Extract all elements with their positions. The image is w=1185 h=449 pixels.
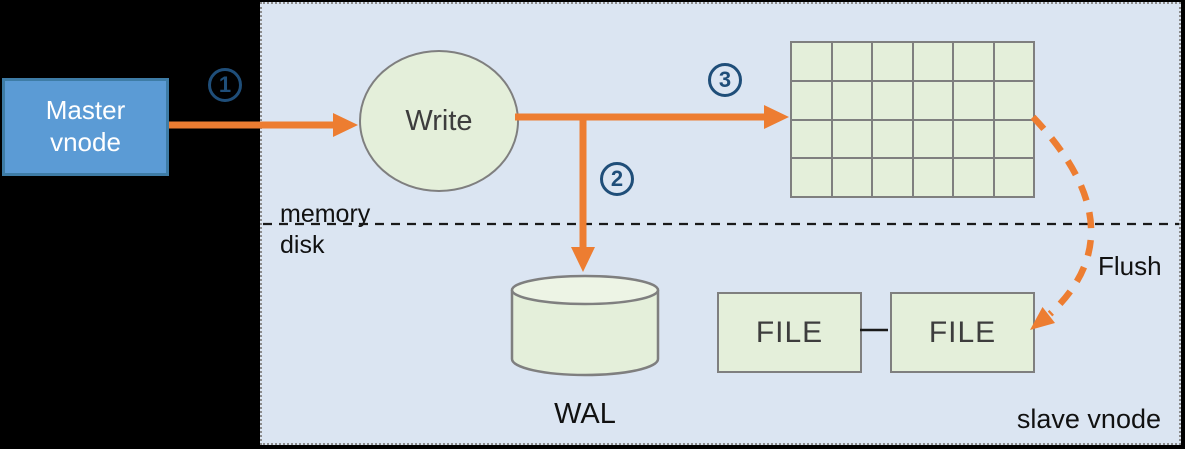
file-label: FILE xyxy=(755,315,824,349)
memtable-cell xyxy=(913,81,952,119)
step-1-badge: 1 xyxy=(208,68,242,102)
step-2-badge: 2 xyxy=(600,162,634,196)
memtable-grid xyxy=(790,41,1035,198)
wal-cylinder xyxy=(510,274,660,380)
wal-label: WAL xyxy=(554,398,616,430)
memtable-cell xyxy=(792,43,831,80)
disk-label: disk xyxy=(280,231,325,259)
memtable-cell xyxy=(873,43,912,80)
flush-label: Flush xyxy=(1098,251,1162,281)
file-label: FILE xyxy=(928,315,997,349)
memtable-cell xyxy=(792,159,831,196)
memtable-cell xyxy=(832,120,871,158)
step-2-number: 2 xyxy=(610,166,624,191)
step-3-badge: 3 xyxy=(708,63,742,97)
master-vnode-box: Master vnode xyxy=(2,78,169,176)
memtable-cell xyxy=(954,159,993,196)
step-3-number: 3 xyxy=(718,67,732,92)
memtable-cell xyxy=(954,43,993,80)
memtable-cell xyxy=(913,159,952,196)
slave-vnode-label: slave vnode xyxy=(1016,404,1161,434)
memtable-cell xyxy=(873,81,912,119)
memtable-cell xyxy=(832,159,871,196)
memtable-cell xyxy=(832,81,871,119)
file-box: FILE xyxy=(717,292,862,373)
memtable-cell xyxy=(913,120,952,158)
memtable-cell xyxy=(994,159,1033,196)
memtable-cell xyxy=(873,159,912,196)
master-vnode-label: Master vnode xyxy=(45,95,126,157)
memtable-cell xyxy=(832,43,871,80)
memtable-cell xyxy=(994,120,1033,158)
memtable-cell xyxy=(994,81,1033,119)
slave-vnode-panel: Write memory disk 2 3 WAL FILE FILE Flus… xyxy=(260,2,1181,445)
step-1-number: 1 xyxy=(218,72,232,97)
write-label: Write xyxy=(405,104,473,137)
write-ellipse: Write xyxy=(359,50,519,192)
memtable-cell xyxy=(994,43,1033,80)
memtable-cell xyxy=(954,81,993,119)
memory-label: memory xyxy=(280,200,371,228)
memtable-cell xyxy=(954,120,993,158)
memtable-cell xyxy=(873,120,912,158)
wal-cylinder-shape xyxy=(510,274,660,377)
memtable-cell xyxy=(792,120,831,158)
memtable-cell xyxy=(913,43,952,80)
file-box: FILE xyxy=(890,292,1035,373)
memtable-cell xyxy=(792,81,831,119)
